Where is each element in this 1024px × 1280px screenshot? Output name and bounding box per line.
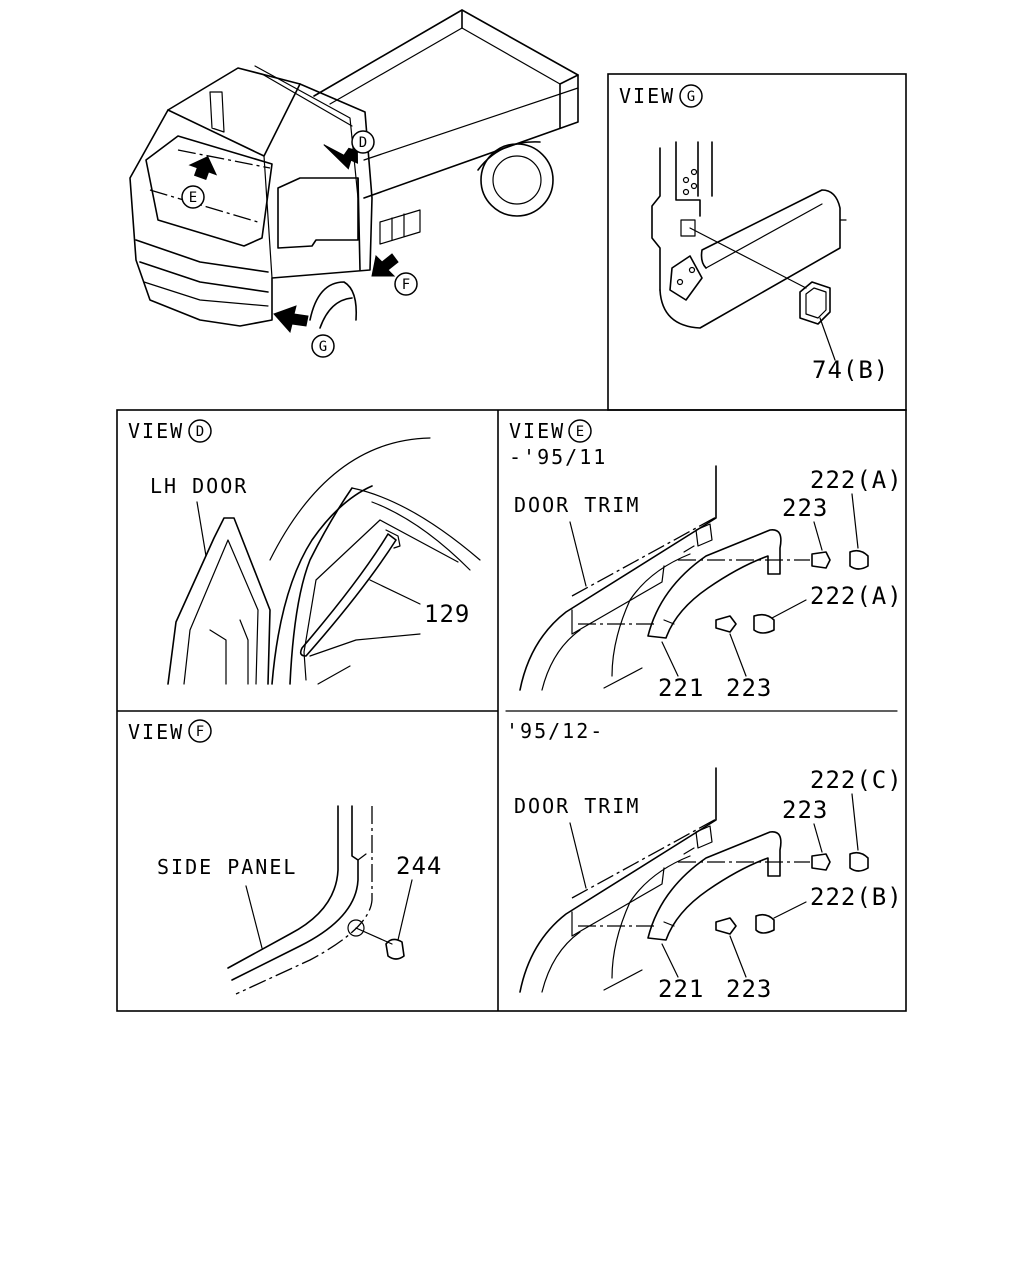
front-wheel-arch (309, 281, 358, 321)
part-129-label: 129 (424, 600, 470, 628)
marker-d: D (359, 135, 367, 151)
view-g-letter: G (687, 89, 695, 105)
view-e-letter: E (576, 424, 584, 440)
cap-222a-mid (753, 613, 775, 634)
marker-e-circle (181, 185, 205, 209)
arrow-e (188, 155, 218, 181)
bolt-223-a-top (811, 551, 831, 569)
arrow-f (371, 253, 399, 277)
cap-222b (755, 913, 775, 934)
part-222a-top-label: 222(A) (810, 466, 903, 494)
view-g-title: VIEW (619, 84, 675, 108)
marker-g-circle (311, 334, 335, 358)
weather-strip-129 (299, 533, 397, 657)
part-222c-label: 222(C) (810, 766, 903, 794)
part-223-bot-label-1: 223 (726, 674, 772, 702)
part-222a-mid-label: 222(A) (810, 582, 903, 610)
view-d-title: VIEW (128, 419, 184, 443)
view-f-letter: F (196, 724, 204, 740)
grommet-244 (385, 938, 405, 960)
door-trim-label-2: DOOR TRIM (514, 794, 640, 818)
view-f-title: VIEW (128, 720, 184, 744)
arrow-d (323, 144, 359, 170)
view-d-letter-circle (188, 419, 212, 443)
part-221-label-2: 221 (658, 975, 704, 1003)
marker-g: G (319, 339, 327, 355)
view-d: VIEW D LH DOOR 129 (128, 419, 481, 685)
trim-body-1 (519, 465, 717, 691)
cab-body (129, 67, 373, 327)
view-f: VIEW F SIDE PANEL 244 (128, 719, 442, 995)
bracket-221-a (647, 529, 782, 639)
part-244-label: 244 (396, 852, 442, 880)
lh-door-label: LH DOOR (150, 474, 248, 498)
part-221-label-1: 221 (658, 674, 704, 702)
part-74b-label: 74(B) (812, 356, 889, 384)
bolt-223-b-top (811, 853, 831, 871)
cap-222c (849, 851, 869, 872)
side-panel-label: SIDE PANEL (157, 855, 297, 879)
part-223-top-label-2: 223 (782, 796, 828, 824)
marker-e: E (189, 190, 197, 206)
cap-222a-top (849, 549, 869, 570)
door-window (277, 177, 359, 249)
view-d-letter: D (196, 424, 204, 440)
trim-body-2 (519, 767, 717, 993)
view-e-title: VIEW (509, 419, 565, 443)
bracket-221-b (647, 831, 782, 941)
view-f-letter-circle (188, 719, 212, 743)
windshield (145, 135, 273, 247)
view-e-period-1: -'95/11 (509, 445, 607, 469)
part-223-bot-label-2: 223 (726, 975, 772, 1003)
grommet-74b (799, 281, 831, 325)
view-e-letter-circle (568, 419, 592, 443)
marker-f-circle (394, 272, 418, 296)
part-223-top-label: 223 (782, 494, 828, 522)
bolt-223-b-bot (715, 917, 737, 935)
door-trim-label-1: DOOR TRIM (514, 493, 640, 517)
truck-overview: D E F G (129, 9, 579, 358)
view-e-period-2: '95/12- (506, 719, 604, 743)
arrow-g (273, 305, 309, 334)
view-g-letter-circle (679, 84, 703, 108)
bolt-223-a-bot (715, 615, 737, 633)
view-g: VIEW G 74(B) (619, 84, 889, 384)
step-body (659, 189, 841, 329)
view-e: VIEW E -'95/11 DOOR TRIM 222(A) 223 222(… (506, 419, 903, 1003)
marker-d-circle (351, 130, 375, 154)
marker-f: F (402, 277, 410, 293)
part-222b-label: 222(B) (810, 883, 903, 911)
lh-door (167, 517, 271, 685)
